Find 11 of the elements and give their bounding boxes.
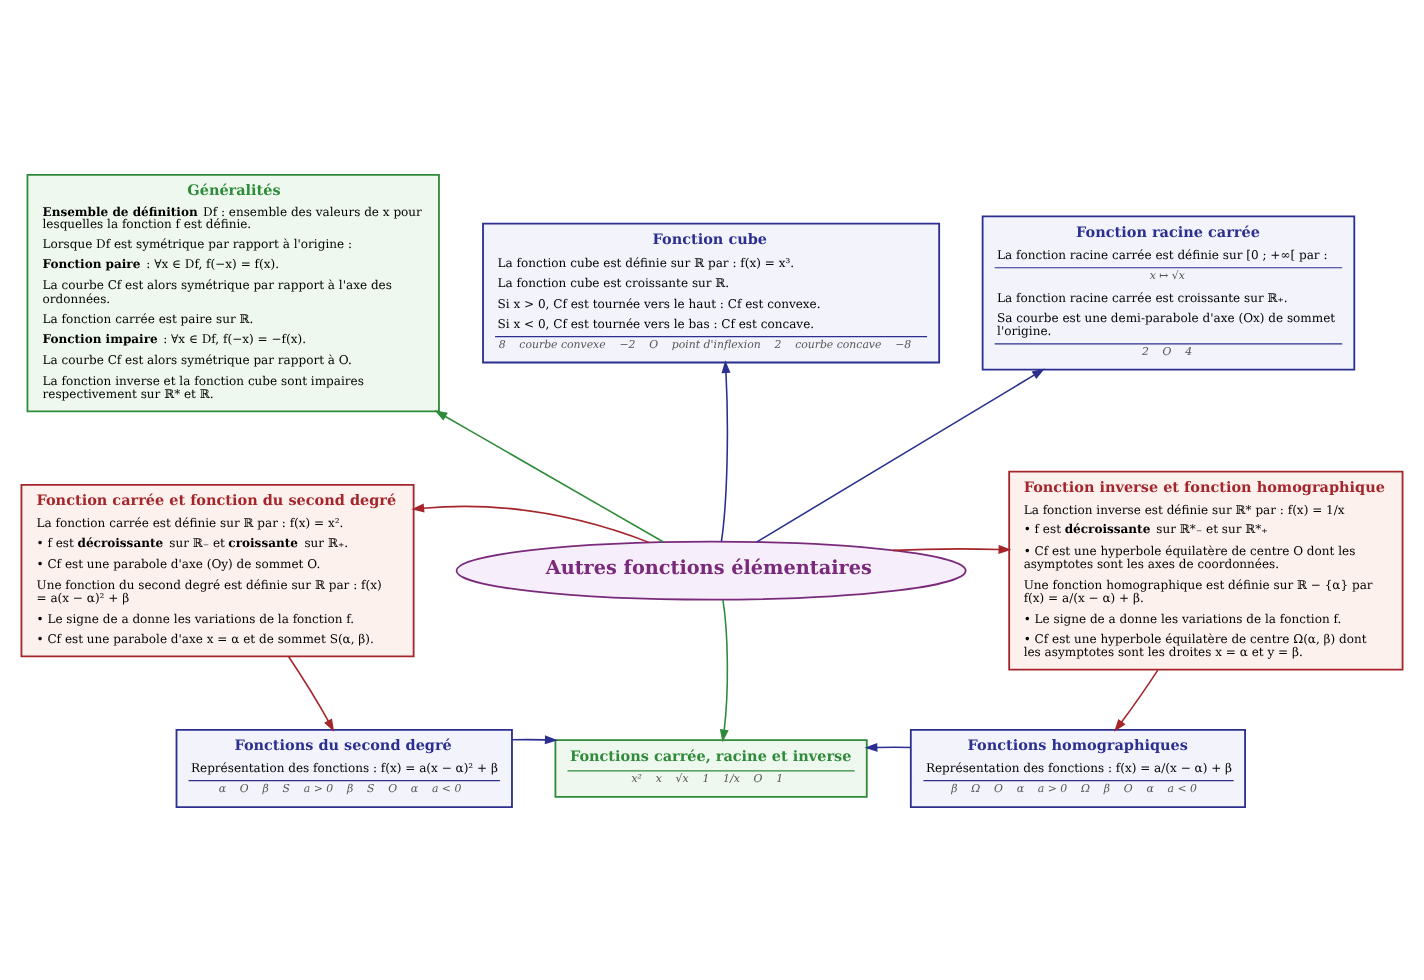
arrow bbox=[287, 654, 335, 731]
arrow bbox=[1114, 668, 1159, 731]
arrow bbox=[511, 734, 558, 744]
arrow bbox=[756, 367, 1045, 542]
arrow bbox=[719, 598, 729, 742]
arrow bbox=[411, 502, 650, 543]
arrow bbox=[864, 742, 912, 751]
node-ellipse: Autres fonctions élémentaires bbox=[455, 539, 967, 600]
arrow bbox=[720, 359, 731, 542]
arrow bbox=[434, 409, 665, 542]
arrow bbox=[892, 543, 1012, 553]
